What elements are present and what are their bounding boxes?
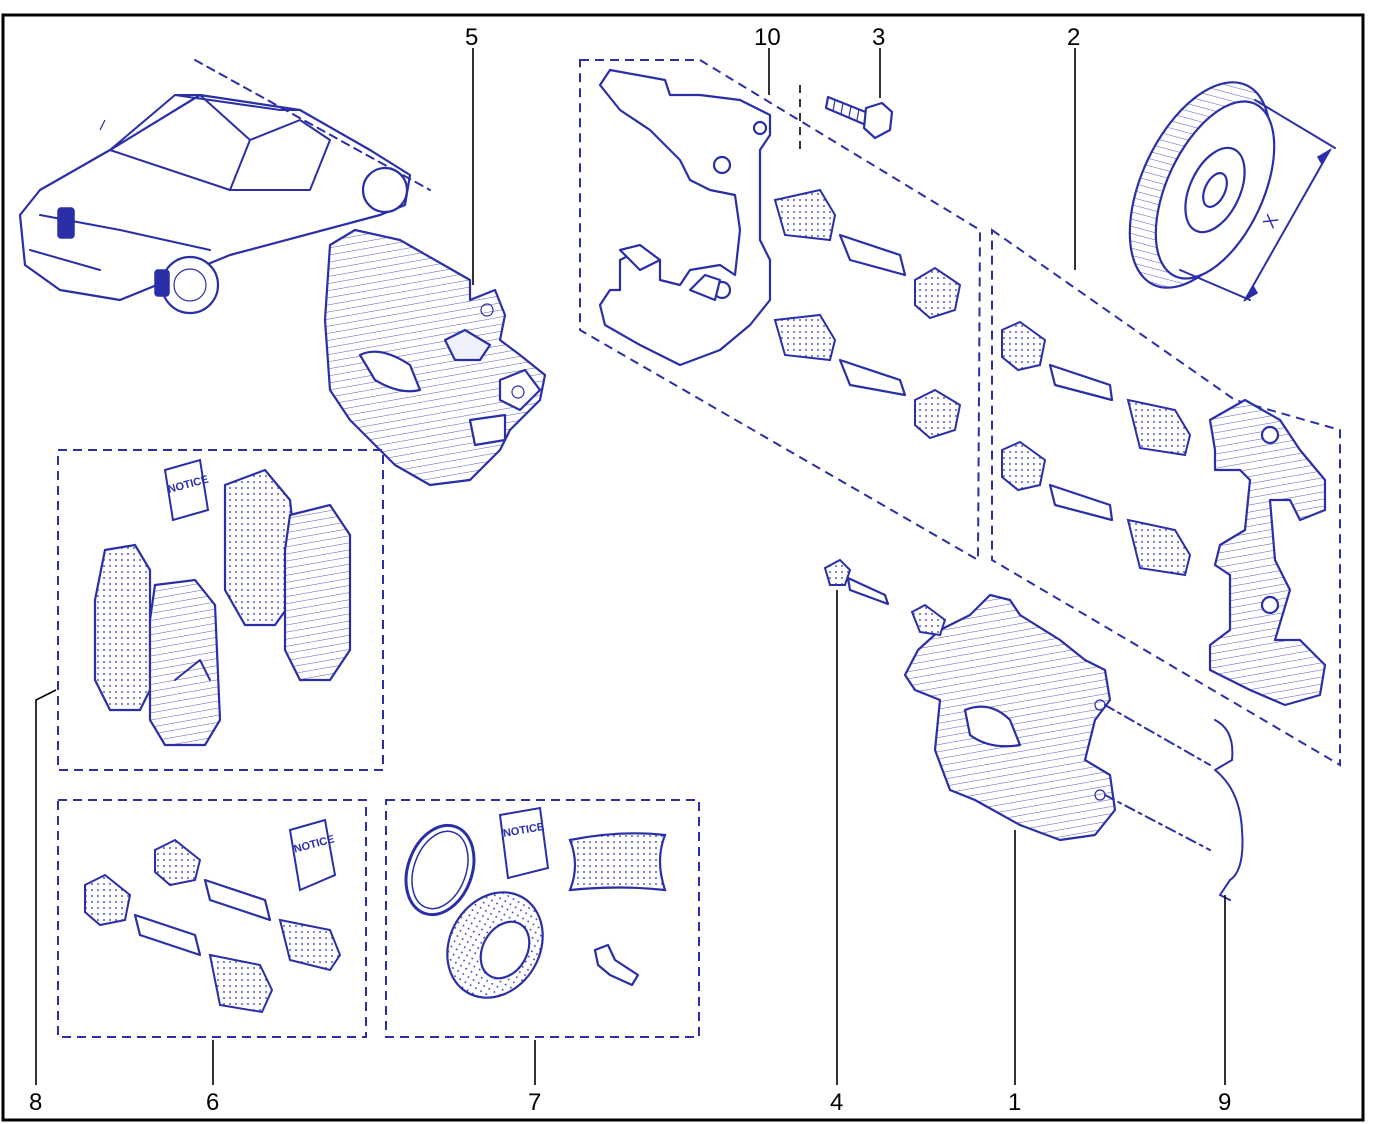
second-bracket-and-pins (1001, 320, 1327, 707)
callout-6: 6 (206, 1089, 219, 1116)
part-10-pins-set-a (773, 188, 962, 440)
callout-5: 5 (465, 24, 478, 51)
part-7-group-outline (385, 799, 700, 1038)
callout-numbers: 5 10 3 2 8 6 7 4 1 9 (29, 24, 1231, 1116)
callout-3: 3 (872, 24, 885, 51)
diagram-border (1, 13, 1365, 1122)
leader-lines (35, 48, 1226, 1085)
callout-9: 9 (1218, 1089, 1231, 1116)
callout-1: 1 (1008, 1089, 1021, 1116)
part-1-caliper (903, 593, 1211, 851)
part-10-carrier-bracket (598, 68, 772, 367)
callout-4: 4 (830, 1089, 843, 1116)
part-5-caliper (323, 228, 547, 487)
part-7-seal-kit: NOTICE (404, 806, 667, 999)
part-6-group-outline (57, 799, 367, 1038)
part-8-group-outline (57, 449, 384, 771)
part-2-group-outline (991, 228, 1341, 767)
part-3-bolt (799, 85, 894, 155)
part-8-brake-pads: NOTICE (93, 458, 352, 747)
part-6-slide-pin-kit: NOTICE (84, 818, 342, 1014)
callout-8: 8 (29, 1089, 42, 1116)
dimension-x-label: X (1259, 211, 1282, 231)
part-10-group-outline (579, 59, 982, 562)
part-4-bleed-screw (823, 558, 890, 606)
callout-2: 2 (1067, 24, 1080, 51)
car-illustration (18, 59, 431, 315)
callout-7: 7 (528, 1089, 541, 1116)
callout-10: 10 (754, 24, 781, 51)
part-2-brake-disc: X (1128, 81, 1336, 303)
part-9-spring-clip (1214, 719, 1244, 901)
